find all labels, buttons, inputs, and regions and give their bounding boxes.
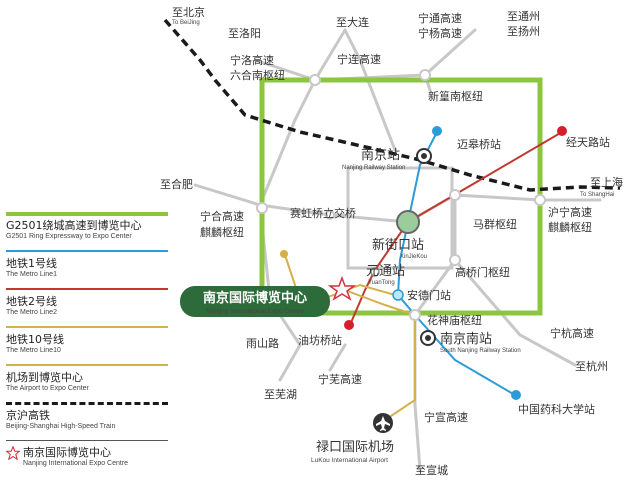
metro-line2-terminal-west [344, 320, 354, 330]
label-to-hefei: 至合肥 [160, 177, 193, 191]
label-to-luoyang: 至洛阳 [228, 26, 261, 40]
label-to-shanghai: 至上海 [590, 175, 623, 189]
legend-label-cn: 地铁10号线 [6, 333, 64, 346]
interchange-nodes [256, 69, 546, 321]
label-xinjiekou: 新街口站 [372, 237, 424, 253]
label-ningluo-2: 六合南枢纽 [230, 68, 285, 82]
label-jingtianlu: 经天路站 [566, 135, 610, 149]
label-ningxuan: 宁宣高速 [424, 410, 468, 424]
hsr-line [163, 18, 621, 192]
andemen-station[interactable] [392, 289, 404, 301]
label-to-beijing: 至北京 [172, 5, 205, 19]
label-nanjing-south-en: South Nanjing Railway Station [440, 348, 521, 354]
xinjiekou-station[interactable] [396, 210, 420, 234]
legend-label-en: The Metro Line10 [6, 347, 61, 354]
label-xinhuangnan: 新篁南枢纽 [428, 89, 483, 103]
expo-centre-name: 南京国际博览中心 [203, 290, 307, 306]
label-to-shanghai-en: To ShangHai [580, 192, 614, 198]
label-ninghe-1: 宁合高速 [200, 209, 244, 223]
train-station-icon [420, 330, 436, 346]
expo-star-icon[interactable] [327, 275, 357, 301]
label-xinjiekou-en: XinJieKou [400, 254, 427, 260]
train-station-icon [416, 148, 432, 164]
label-huning-1: 沪宁高速 [548, 205, 592, 219]
label-yuantong: 元通站 [366, 264, 405, 279]
label-to-xuancheng: 至宣城 [415, 463, 448, 477]
legend-label-en: The Airport to Expo Center [6, 385, 89, 392]
label-to-wuhu: 至芜湖 [264, 387, 297, 401]
label-nanjing-station-en: Nanjing Railway Station [342, 165, 405, 171]
legend-swatch-metro2 [6, 288, 168, 290]
label-lukou-en: LuKou International Airport [311, 457, 388, 464]
legend: G2501绕城高速到博览中心 G2501 Ring Expressway to … [6, 212, 168, 472]
label-andemen: 安德门站 [407, 288, 451, 302]
label-ningluo-1: 宁洛高速 [230, 53, 274, 67]
expressway-network [193, 28, 602, 472]
label-ninglian: 宁连高速 [337, 52, 381, 66]
legend-item-expo: 南京国际博览中心 Nanjing International Expo Cent… [6, 440, 168, 468]
legend-item-metro2: 地铁2号线 The Metro Line2 [6, 288, 168, 317]
legend-swatch-hsr [6, 402, 168, 405]
label-ninghang: 宁杭高速 [550, 326, 594, 340]
expo-centre-pill[interactable] [180, 286, 330, 317]
legend-item-ring: G2501绕城高速到博览中心 G2501 Ring Expressway to … [6, 212, 168, 241]
label-ningtong-1: 宁通高速 [418, 11, 462, 25]
legend-swatch-airport [6, 364, 168, 366]
label-lukou: 禄口国际机场 [316, 440, 394, 455]
label-maqun: 马群枢纽 [473, 217, 517, 231]
metro-line10-terminal [280, 250, 288, 258]
legend-item-metro1: 地铁1号线 The Metro Line1 [6, 250, 168, 279]
legend-item-hsr: 京沪高铁 Beijing-Shanghai High-Speed Train [6, 402, 168, 431]
airport-line [344, 289, 416, 421]
label-huashenmiao: 花神庙枢纽 [427, 313, 482, 327]
label-ningwu: 宁芜高速 [318, 372, 362, 386]
label-saihongqiao: 赛虹桥立交桥 [290, 206, 356, 220]
label-ningtong-2: 宁杨高速 [418, 26, 462, 40]
legend-label-en: Nanjing International Expo Centre [23, 460, 129, 467]
label-yushanlu: 雨山路 [246, 337, 279, 350]
legend-label-cn: 南京国际博览中心 [23, 446, 111, 459]
label-to-beijing-en: To BeiJing [172, 20, 200, 26]
airplane-icon [373, 413, 393, 433]
label-ninghe-2: 麒麟枢纽 [200, 225, 244, 239]
star-icon [6, 446, 20, 460]
legend-swatch-metro1 [6, 250, 168, 252]
metro-line1-terminal-south [511, 390, 521, 400]
label-to-dalian: 至大连 [336, 15, 369, 29]
label-nanjing-station: 南京站 [361, 147, 400, 163]
legend-label-en: Beijing-Shanghai High-Speed Train [6, 423, 116, 430]
legend-item-metro10: 地铁10号线 The Metro Line10 [6, 326, 168, 355]
legend-label-cn: 地铁2号线 [6, 295, 57, 308]
label-maigaoqiao: 迈皋桥站 [457, 137, 501, 151]
label-gaoqiaomen: 高桥门枢纽 [455, 265, 510, 279]
legend-label-cn: 地铁1号线 [6, 257, 57, 270]
legend-swatch-metro10 [6, 326, 168, 328]
label-youfangqiao: 油坊桥站 [298, 333, 342, 347]
legend-label-cn: 机场到博览中心 [6, 371, 83, 384]
label-huning-2: 麒麟枢纽 [548, 220, 592, 234]
legend-label-en: The Metro Line2 [6, 309, 57, 316]
legend-label-cn: G2501绕城高速到博览中心 [6, 219, 142, 232]
label-yuantong-en: YuanTong [368, 280, 395, 286]
label-cpu: 中国药科大学站 [518, 402, 595, 416]
metro-line1-terminal-north [432, 126, 442, 136]
label-nanjing-south: 南京南站 [440, 331, 492, 347]
legend-label-en: The Metro Line1 [6, 271, 57, 278]
metro-line1 [396, 131, 516, 396]
metro-line2-terminal-east [557, 126, 567, 136]
legend-divider [6, 440, 168, 441]
legend-swatch-ring [6, 212, 168, 216]
label-to-yangzhou: 至扬州 [507, 24, 540, 38]
yuantong-station[interactable] [370, 267, 380, 277]
expo-centre-name-en: Nanjing International Expo Centre [206, 308, 304, 315]
legend-label-cn: 京沪高铁 [6, 409, 50, 422]
legend-label-en: G2501 Ring Expressway to Expo Center [6, 233, 132, 240]
label-to-tongzhou: 至通州 [507, 10, 540, 23]
legend-item-airport: 机场到博览中心 The Airport to Expo Center [6, 364, 168, 393]
label-to-hangzhou: 至杭州 [575, 359, 608, 373]
